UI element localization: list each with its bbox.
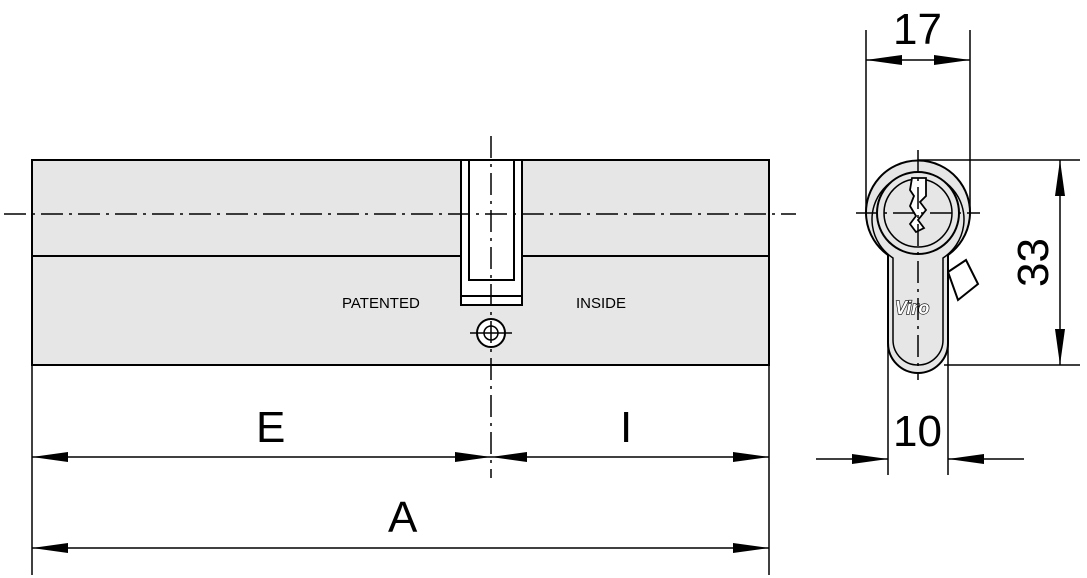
patented-label: PATENTED: [342, 295, 420, 312]
dimension-10: 10: [816, 343, 1024, 475]
dimension-e: E: [32, 403, 491, 462]
dimension-17: 17: [865, 5, 971, 213]
brand-logo: Viro: [895, 298, 929, 318]
dimension-a: A: [32, 493, 769, 553]
dimension-10-label: 10: [893, 407, 942, 456]
side-view: Viro 17 33: [816, 5, 1080, 475]
dimension-i: I: [491, 403, 769, 462]
inside-label: INSIDE: [576, 295, 626, 312]
dimension-i-label: I: [620, 403, 632, 452]
profile-inner-line: [871, 172, 965, 366]
dimension-e-label: E: [256, 403, 285, 452]
dimension-a-label: A: [388, 493, 418, 542]
dimension-33-label: 33: [1009, 238, 1058, 287]
front-view: PATENTED INSIDE E I A: [4, 136, 796, 575]
dimension-17-label: 17: [893, 5, 942, 54]
cam-lever: [946, 258, 980, 302]
cylinder-body: [31, 159, 770, 366]
dimension-33: 33: [918, 159, 1080, 366]
